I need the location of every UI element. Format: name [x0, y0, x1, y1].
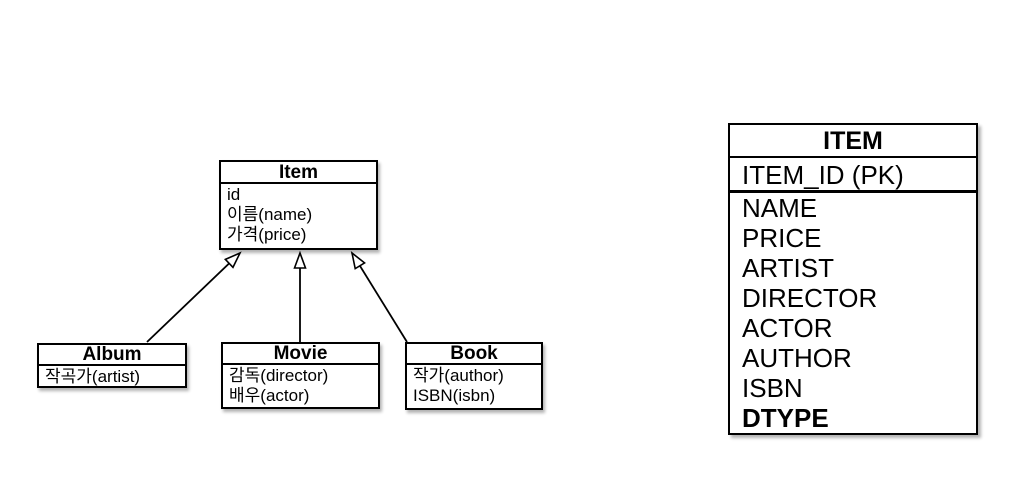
class-title-book: Book [407, 344, 541, 365]
class-box-movie: Movie 감독(director) 배우(actor) [221, 342, 380, 409]
class-field: 작곡가(artist) [45, 367, 141, 386]
class-box-book: Book 작가(author) ISBN(isbn) [405, 342, 543, 410]
class-field: 이름(name) [227, 205, 313, 224]
class-title-album: Album [39, 345, 185, 366]
table-column-row-dtype: DTYPE [742, 403, 829, 433]
class-fields-movie: 감독(director) 배우(actor) [223, 365, 378, 406]
class-field: 감독(director) [229, 366, 329, 385]
class-title-movie: Movie [223, 344, 378, 365]
table-column-row: AUTHOR [742, 343, 852, 373]
table-pk-row: ITEM_ID (PK) [730, 158, 976, 193]
class-field: ISBN(isbn) [413, 386, 496, 405]
class-fields-album: 작곡가(artist) [39, 366, 185, 387]
class-title-item: Item [221, 162, 376, 184]
class-field: id [227, 185, 241, 204]
class-box-album: Album 작곡가(artist) [37, 343, 187, 388]
inheritance-arrow-book [350, 251, 408, 343]
class-field: 배우(actor) [229, 386, 310, 405]
table-column-row: PRICE [742, 223, 822, 253]
table-title: ITEM [730, 125, 976, 158]
class-box-item: Item id 이름(name) 가격(price) [219, 160, 378, 250]
table-column-row: ARTIST [742, 253, 834, 283]
table-column-row: ISBN [742, 373, 803, 403]
table-column-row: NAME [742, 193, 818, 223]
inheritance-arrow-album [146, 251, 242, 343]
class-fields-item: id 이름(name) 가격(price) [221, 184, 376, 245]
table-column-row: DIRECTOR [742, 283, 878, 313]
table-column-row: ACTOR [742, 313, 833, 343]
class-field: 가격(price) [227, 225, 307, 244]
class-field: 작가(author) [413, 366, 504, 385]
class-fields-book: 작가(author) ISBN(isbn) [407, 365, 541, 406]
er-table-item: ITEM ITEM_ID (PK) NAME PRICE ARTIST DIRE… [728, 123, 978, 435]
